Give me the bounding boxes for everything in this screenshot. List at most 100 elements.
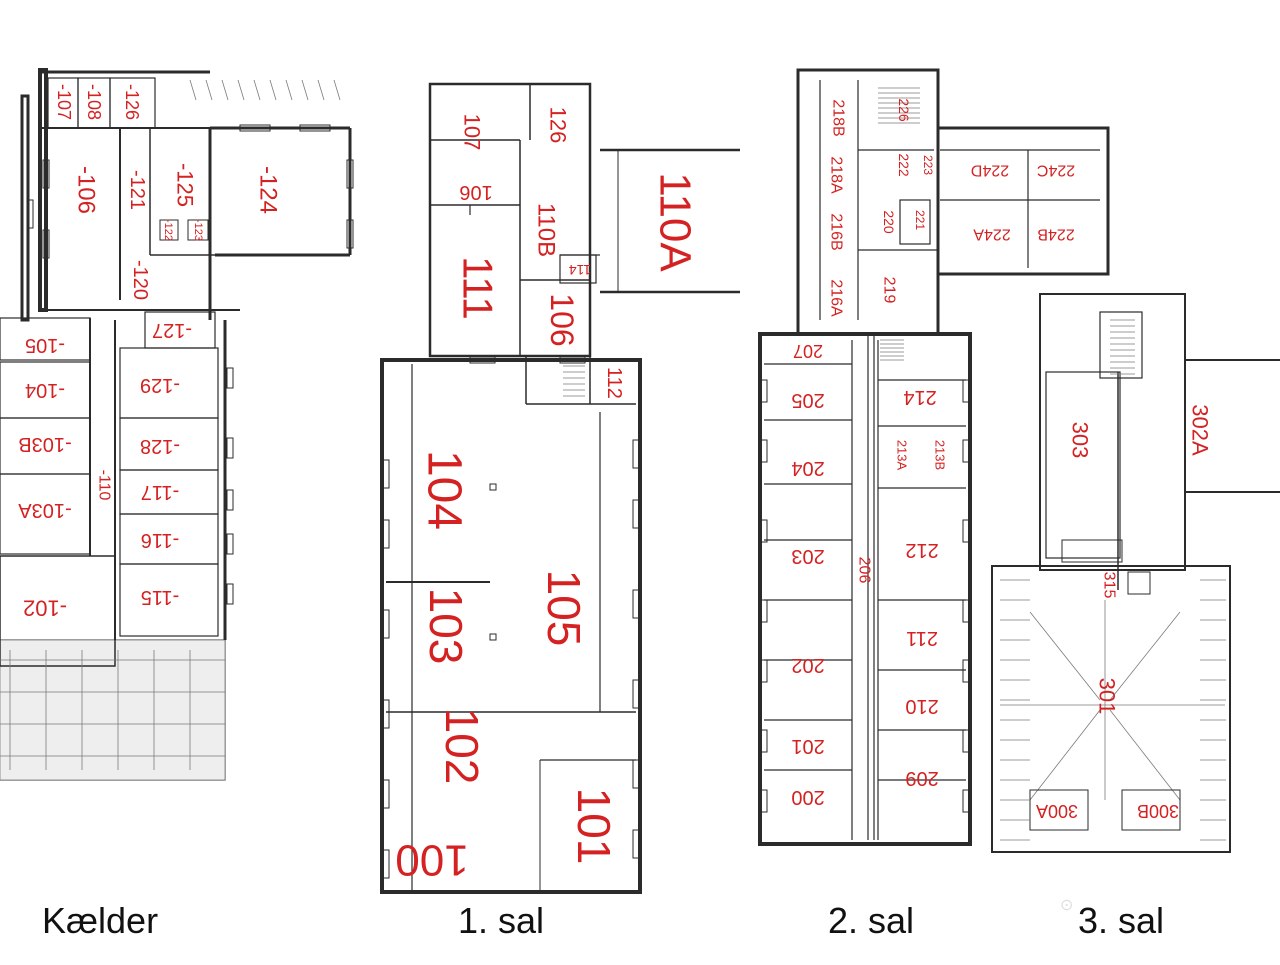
outer-wall: [796, 68, 940, 336]
room-label: 221: [913, 210, 927, 230]
window: [382, 609, 390, 639]
room-label: 114: [569, 262, 592, 278]
window: [962, 599, 970, 623]
stair-line: [269, 79, 277, 101]
room-label: 224A: [973, 226, 1011, 243]
room-wall: [1099, 311, 1143, 379]
room-label: 204: [791, 457, 824, 479]
window: [760, 729, 768, 753]
room-label: 102: [436, 708, 488, 785]
room-label: -104: [25, 379, 65, 401]
window: [346, 159, 354, 189]
window: [226, 437, 234, 459]
room-label: 213A: [895, 440, 910, 471]
room-label: 302A: [1188, 404, 1213, 456]
room-label: 222: [896, 153, 912, 177]
room-label: -117: [141, 481, 180, 503]
room-label: -124: [255, 166, 282, 214]
room-label: 110B: [533, 203, 560, 257]
window: [760, 789, 768, 813]
room-label: 202: [791, 654, 824, 676]
window: [760, 659, 768, 683]
window: [382, 699, 390, 729]
room-label: 218A: [828, 156, 845, 194]
room-label: 111: [455, 256, 502, 320]
roof-ridge: [1029, 611, 1101, 701]
room-label: 112: [603, 367, 625, 399]
stair-line: [301, 79, 309, 101]
room-label: 218B: [830, 99, 847, 136]
room-label: -125: [173, 163, 198, 207]
room-label: 206: [856, 557, 873, 584]
window: [382, 779, 390, 809]
room-wall: [159, 219, 179, 241]
stair-line: [237, 79, 245, 101]
outer-wall: [758, 332, 972, 846]
room-label: 223: [921, 155, 935, 175]
stair-line: [205, 79, 213, 101]
roof-ridge: [1029, 709, 1101, 801]
room-label: -123: [192, 219, 204, 241]
window: [962, 439, 970, 463]
stair-line: [253, 79, 261, 101]
floor-label-basement: Kælder: [42, 900, 159, 941]
roof-ridge: [1109, 709, 1181, 801]
window: [632, 679, 640, 709]
window: [42, 229, 50, 259]
room-label: 105: [538, 570, 590, 647]
neighbor-building: [0, 639, 226, 781]
window: [962, 789, 970, 813]
window: [962, 729, 970, 753]
outer-wall: [428, 82, 592, 358]
room-label: 216B: [828, 213, 845, 250]
window: [760, 439, 768, 463]
room-label: 103: [420, 588, 472, 665]
room-label: -121: [126, 170, 148, 210]
room-label: 106: [459, 181, 492, 203]
window: [299, 124, 331, 132]
room-label: -126: [122, 84, 142, 120]
room-wall: [1045, 371, 1121, 559]
room-label: 224D: [971, 162, 1009, 179]
window: [226, 489, 234, 511]
room-label: 220: [881, 210, 897, 234]
column-marker: [489, 483, 497, 491]
window: [962, 659, 970, 683]
room-label: 100: [395, 836, 468, 885]
room-label: 315: [1101, 572, 1118, 599]
room-label: 200: [791, 786, 824, 808]
window: [382, 519, 390, 549]
room-label: 224B: [1037, 226, 1074, 243]
room-label: 126: [546, 107, 571, 144]
stair-line: [333, 79, 341, 101]
room-label: -127: [152, 319, 192, 341]
room-wall: [1029, 789, 1089, 831]
room-label: 110A: [651, 172, 700, 272]
room-wall: [144, 311, 216, 349]
window: [226, 367, 234, 389]
window: [226, 583, 234, 605]
room-label: -115: [141, 586, 180, 608]
room-label: 300A: [1036, 801, 1078, 821]
outer-wall: [20, 94, 30, 322]
room-wall: [559, 254, 597, 284]
room-label: -122: [162, 219, 174, 241]
room-label: 226: [896, 98, 912, 122]
room-wall: [899, 199, 931, 245]
room-label: 300B: [1137, 801, 1179, 821]
stair-line: [189, 79, 197, 101]
floor-label-2nd: 2. sal: [828, 900, 915, 941]
window: [632, 439, 640, 469]
room-label: 104: [418, 450, 471, 530]
column-marker: [489, 633, 497, 641]
room-label: 106: [544, 293, 580, 346]
floor-label-1st: 1. sal: [458, 900, 545, 941]
room-label: -128: [140, 435, 180, 457]
window: [632, 499, 640, 529]
room-label: 212: [905, 539, 938, 561]
room-label: 201: [791, 735, 824, 757]
room-label: -105: [25, 334, 65, 356]
window: [632, 589, 640, 619]
window: [26, 199, 34, 229]
